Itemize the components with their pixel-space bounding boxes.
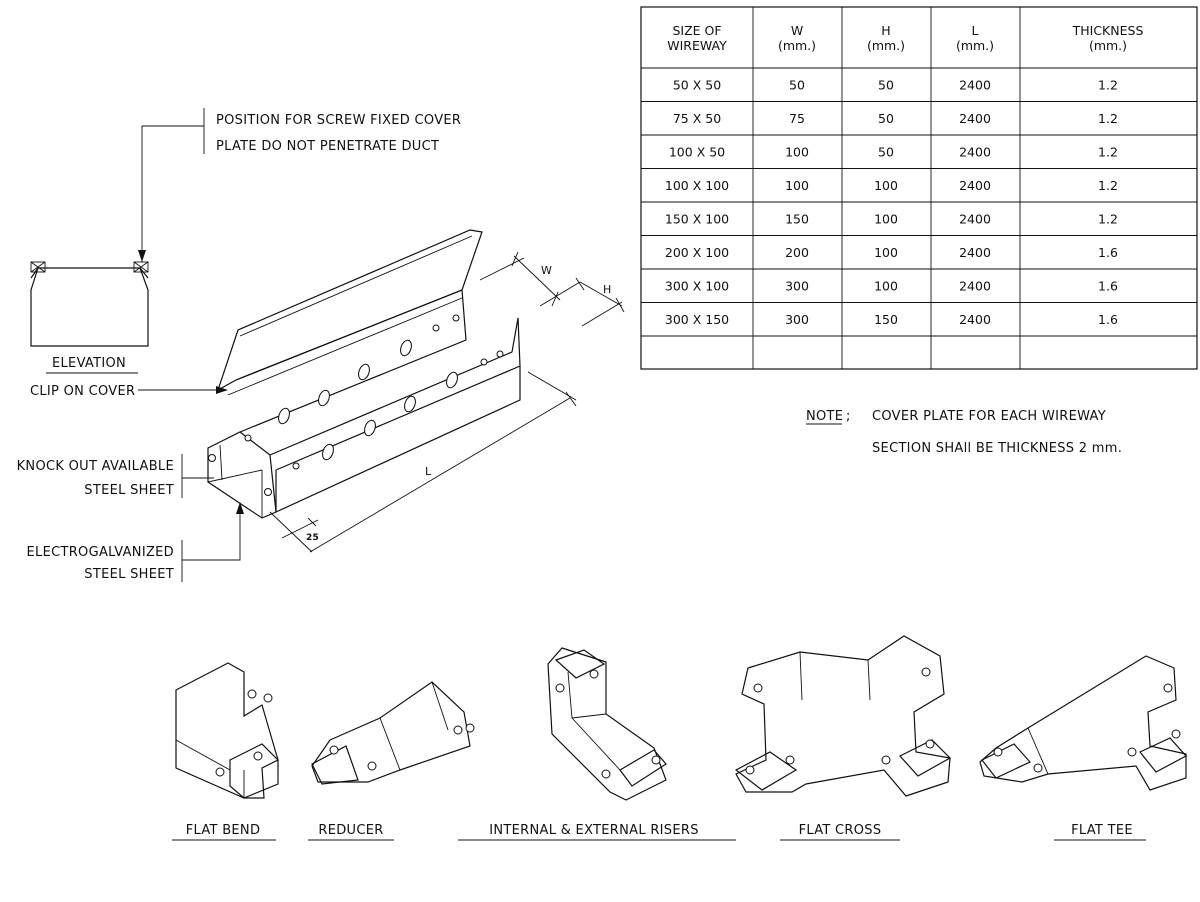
table-cell-l: 2400: [959, 144, 991, 159]
table-cell-l: 2400: [959, 312, 991, 327]
table-header-l: L: [972, 23, 979, 38]
table-cell-l: 2400: [959, 245, 991, 260]
fitting-flat-bend: [175, 662, 279, 799]
knock-out-label-1: KNOCK OUT AVAILABLE: [17, 459, 174, 474]
wireway-size-table: SIZE OFWIREWAYW(mm.)H(mm.)L(mm.)THICKNES…: [640, 6, 1198, 370]
table-cell-h: 150: [874, 312, 898, 327]
table-cell-thickness: 1.2: [1098, 111, 1118, 126]
dimension-h: H: [603, 283, 612, 296]
table-cell-w: 100: [785, 178, 809, 193]
table-cell-thickness: 1.6: [1098, 278, 1118, 293]
table-cell-size: 200 X 100: [665, 245, 729, 260]
fitting-label-reducer: REDUCER: [318, 823, 383, 838]
wireway-isometric: W H L 25 CLIP ON COVER KNOCK OUT AVAILAB…: [17, 229, 625, 582]
table-header-w: (mm.): [778, 38, 816, 53]
fitting-label-flat-tee: FLAT TEE: [1071, 823, 1133, 838]
fitting-label-risers: INTERNAL & EXTERNAL RISERS: [489, 823, 699, 838]
table-header-thickness: THICKNESS: [1072, 23, 1144, 38]
table-cell-h: 50: [878, 144, 894, 159]
table-header-w: W: [791, 23, 803, 38]
table-cell-h: 100: [874, 178, 898, 193]
table-header-thickness: (mm.): [1089, 38, 1127, 53]
note-line-2: SECTION SHAll BE THICKNESS 2 mm.: [872, 441, 1122, 456]
table-cell-w: 150: [785, 211, 809, 226]
table-cell-thickness: 1.2: [1098, 77, 1118, 92]
dimension-25: 25: [306, 533, 319, 543]
fitting-flat-tee: [979, 655, 1187, 791]
table-cell-thickness: 1.2: [1098, 178, 1118, 193]
table-cell-w: 75: [789, 111, 805, 126]
table-cell-l: 2400: [959, 77, 991, 92]
table-header-h: (mm.): [867, 38, 905, 53]
table-cell-size: 150 X 100: [665, 211, 729, 226]
fitting-internal-external-risers: [547, 647, 667, 801]
note-block: NOTE ; COVER PLATE FOR EACH WIREWAY SECT…: [806, 409, 1122, 456]
table-cell-l: 2400: [959, 278, 991, 293]
fitting-labels: FLAT BEND REDUCER INTERNAL & EXTERNAL RI…: [172, 823, 1146, 841]
table-cell-l: 2400: [959, 111, 991, 126]
note-separator: ;: [846, 409, 851, 424]
dimension-l: L: [425, 465, 432, 478]
fitting-label-flat-bend: FLAT BEND: [186, 823, 261, 838]
table-cell-h: 100: [874, 278, 898, 293]
table-cell-l: 2400: [959, 211, 991, 226]
table-cell-h: 50: [878, 111, 894, 126]
table-header-size: SIZE OF: [672, 23, 721, 38]
table-cell-w: 200: [785, 245, 809, 260]
table-cell-h: 100: [874, 245, 898, 260]
clip-on-cover-label: CLIP ON COVER: [30, 384, 135, 399]
table-cell-thickness: 1.6: [1098, 245, 1118, 260]
note-label: NOTE: [806, 409, 843, 424]
table-cell-w: 100: [785, 144, 809, 159]
table-header-h: H: [881, 23, 890, 38]
position-note-line-2: PLATE DO NOT PENETRATE DUCT: [216, 139, 439, 154]
knock-out-label-2: STEEL SHEET: [84, 483, 174, 498]
table-cell-w: 50: [789, 77, 805, 92]
fitting-label-flat-cross: FLAT CROSS: [799, 823, 882, 838]
table-cell-size: 75 X 50: [673, 111, 721, 126]
table-cell-w: 300: [785, 312, 809, 327]
fitting-flat-cross: [734, 635, 951, 797]
note-line-1: COVER PLATE FOR EACH WIREWAY: [872, 409, 1106, 424]
table-header-size: WIREWAY: [667, 38, 727, 53]
table-cell-size: 50 X 50: [673, 77, 721, 92]
table-cell-size: 100 X 100: [665, 178, 729, 193]
table-cell-thickness: 1.2: [1098, 144, 1118, 159]
elevation-label: ELEVATION: [52, 356, 126, 371]
table-cell-thickness: 1.6: [1098, 312, 1118, 327]
position-note-line-1: POSITION FOR SCREW FIXED COVER: [216, 113, 461, 128]
electrogalvanized-label-1: ELECTROGALVANIZED: [27, 545, 174, 560]
elevation-view: POSITION FOR SCREW FIXED COVER PLATE DO …: [30, 108, 461, 374]
table-cell-size: 300 X 100: [665, 278, 729, 293]
table-cell-w: 300: [785, 278, 809, 293]
dimension-w: W: [541, 264, 552, 277]
table-header-l: (mm.): [956, 38, 994, 53]
fitting-reducer: [311, 681, 475, 785]
table-cell-h: 50: [878, 77, 894, 92]
table-cell-l: 2400: [959, 178, 991, 193]
electrogalvanized-label-2: STEEL SHEET: [84, 567, 174, 582]
table-cell-h: 100: [874, 211, 898, 226]
table-cell-thickness: 1.2: [1098, 211, 1118, 226]
table-cell-size: 300 X 150: [665, 312, 729, 327]
table-cell-size: 100 X 50: [669, 144, 725, 159]
